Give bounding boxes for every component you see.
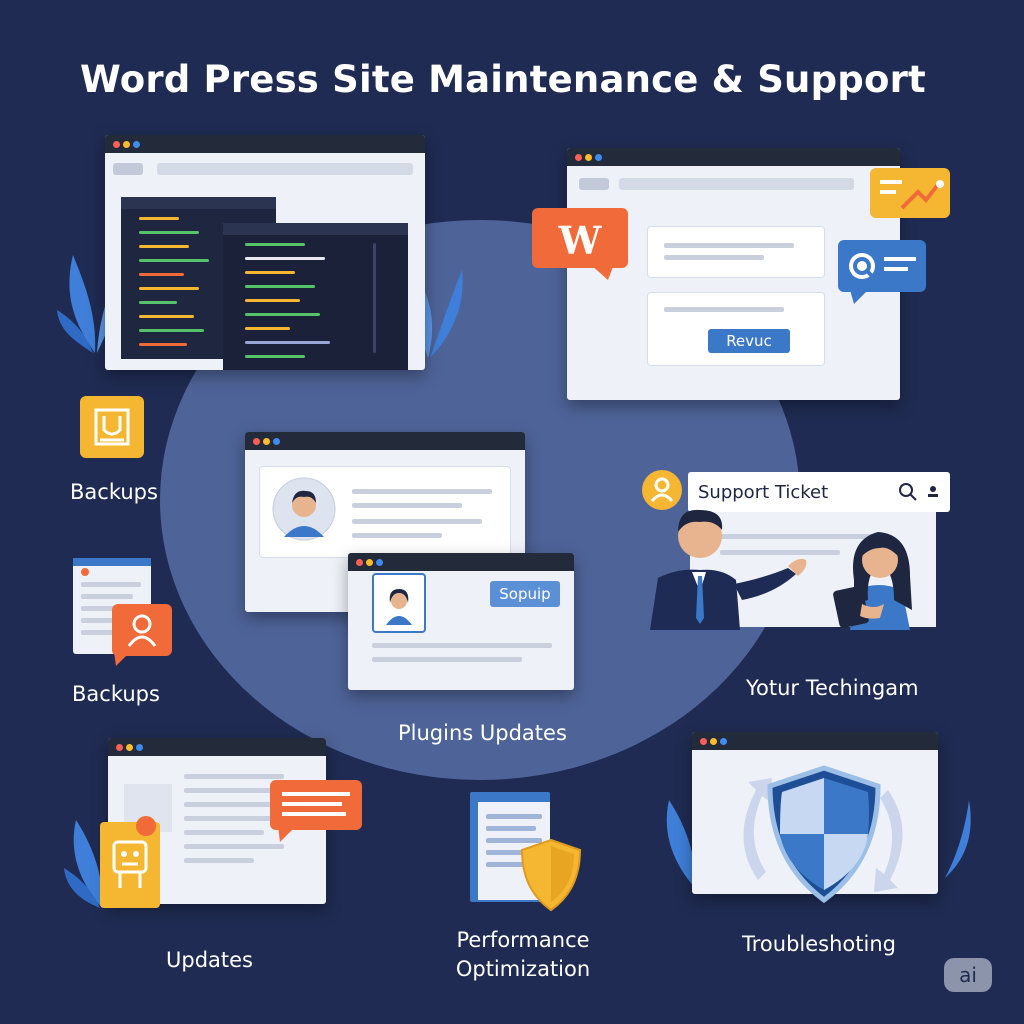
user-detail-window: Sopuip: [348, 553, 574, 690]
performance-label-line2: Optimization: [455, 957, 591, 981]
revuc-button[interactable]: Revuc: [708, 329, 790, 353]
leaf-icon: [64, 820, 103, 908]
chart-chat-icon: [870, 168, 950, 218]
refresh-arrows: [743, 778, 903, 892]
troubleshooting-label: Troubleshoting: [742, 932, 896, 956]
backups-label-1: Backups: [70, 480, 158, 504]
wordpress-icon: W: [532, 208, 628, 268]
user-chat-icon: [112, 604, 172, 656]
search-text: Support Ticket: [698, 482, 829, 503]
content-card: Revuc: [647, 292, 825, 366]
bubble-tail: [590, 264, 614, 280]
shield-icon: [767, 765, 881, 904]
search-chat-icon: [838, 240, 926, 292]
user-icon: [642, 470, 682, 510]
profile-card: [259, 466, 511, 558]
bubble-tail: [114, 652, 130, 666]
support-team-illustration: [650, 509, 912, 630]
avatar: [272, 477, 336, 541]
code-panel: [223, 223, 408, 370]
tech-team-label: Yotur Techingam: [746, 676, 919, 700]
ai-badge: ai: [944, 958, 992, 992]
performance-label-line1: Performance: [456, 928, 590, 952]
leaf-icon: [666, 800, 696, 888]
backups-label-2: Backups: [72, 682, 160, 706]
support-ticket-search[interactable]: Support Ticket: [688, 472, 950, 512]
search-icon[interactable]: [898, 482, 918, 502]
plugins-updates-label: Plugins Updates: [398, 721, 567, 745]
backup-icon: [80, 396, 144, 458]
user-photo: [372, 573, 426, 633]
leaf-icon: [945, 800, 971, 878]
plugin-icon: [100, 816, 160, 908]
wordpress-logo-letter: W: [558, 218, 602, 263]
bubble-tail: [278, 826, 296, 842]
content-card: [647, 226, 825, 278]
sopuip-button[interactable]: Sopuip: [490, 581, 560, 607]
page-title: Word Press Site Maintenance & Support: [80, 58, 926, 101]
user-icon[interactable]: [926, 484, 940, 500]
shield-icon: [520, 838, 582, 912]
bubble-tail: [850, 290, 868, 304]
chat-icon: [270, 780, 362, 830]
updates-label: Updates: [166, 948, 253, 972]
code-editor-window: [105, 135, 425, 370]
